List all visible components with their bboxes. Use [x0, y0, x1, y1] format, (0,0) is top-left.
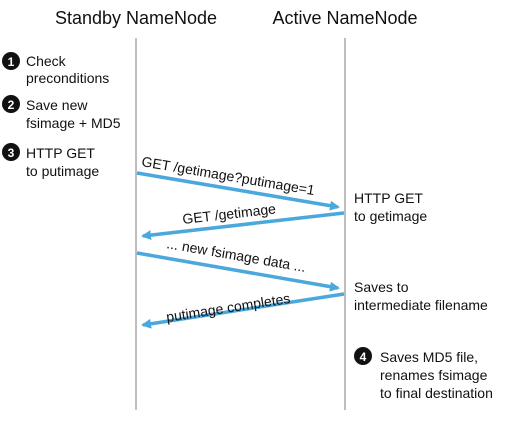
step-1-number: 1	[8, 55, 15, 69]
step-4-badge	[354, 347, 372, 365]
step-1: 1 Check preconditions	[2, 52, 109, 86]
message-putimage-completes: putimage completes	[141, 290, 345, 329]
active-note-2-line2: intermediate filename	[354, 297, 488, 313]
message-4-label: putimage completes	[165, 290, 291, 325]
step-3: 3 HTTP GET to putimage	[2, 143, 99, 179]
step-1-line1: Check	[26, 53, 67, 69]
standby-namenode-header: Standby NameNode	[55, 8, 217, 28]
active-note-2-line1: Saves to	[354, 279, 409, 295]
message-getimage: GET /getimage	[141, 200, 345, 241]
step-3-line1: HTTP GET	[26, 145, 95, 161]
step-4: 4 Saves MD5 file, renames fsimage to fin…	[354, 347, 493, 401]
step-1-badge	[2, 52, 20, 70]
arrow-4	[141, 292, 345, 329]
step-3-badge	[2, 143, 20, 161]
step-2-line2: fsimage + MD5	[26, 115, 121, 131]
message-getimage-putimage: GET /getimage?putimage=1	[136, 153, 340, 211]
active-note-1-line1: HTTP GET	[354, 190, 423, 206]
step-2: 2 Save new fsimage + MD5	[2, 95, 121, 131]
step-4-number: 4	[360, 350, 367, 364]
active-namenode-header: Active NameNode	[272, 8, 417, 28]
step-3-number: 3	[8, 146, 15, 160]
step-2-badge	[2, 95, 20, 113]
message-1-label: GET /getimage?putimage=1	[140, 153, 316, 198]
step-4-line3: to final destination	[380, 385, 493, 401]
active-note-1-line2: to getimage	[354, 208, 427, 224]
arrow-3	[136, 251, 340, 292]
message-fsimage-data: ... new fsimage data ...	[136, 235, 340, 292]
step-1-line2: preconditions	[26, 70, 109, 86]
step-4-line1: Saves MD5 file,	[380, 349, 478, 365]
step-3-line2: to putimage	[26, 163, 99, 179]
arrow-1	[136, 171, 340, 211]
step-4-line2: renames fsimage	[380, 367, 488, 383]
step-2-line1: Save new	[26, 97, 88, 113]
step-2-number: 2	[8, 98, 15, 112]
arrow-2	[141, 211, 345, 241]
